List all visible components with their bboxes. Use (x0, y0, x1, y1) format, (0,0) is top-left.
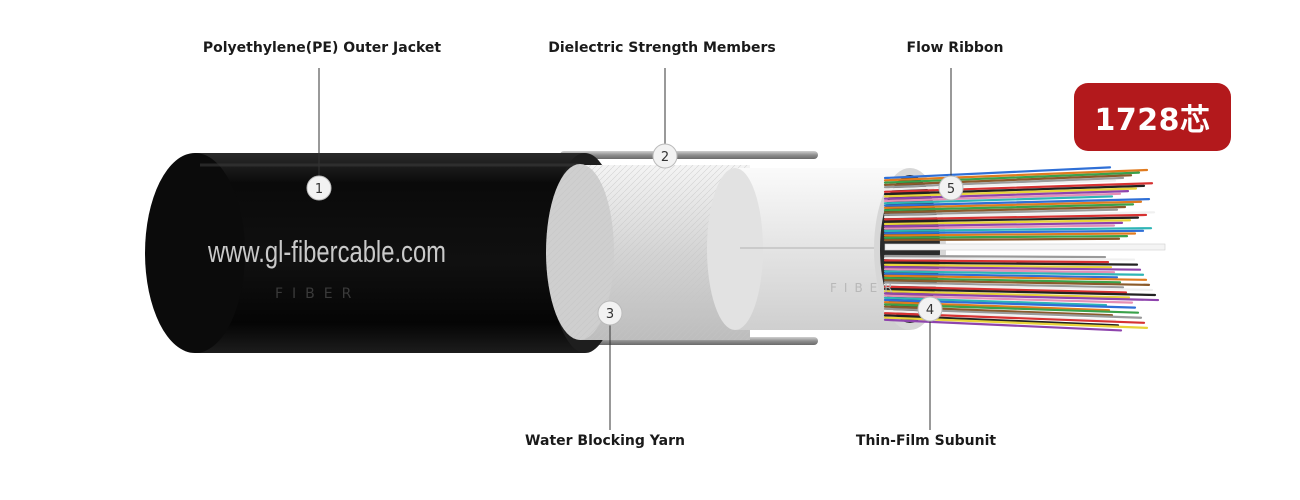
fiber-strand (883, 314, 1120, 327)
marker-2: 2 (652, 143, 678, 169)
fiber-strand (883, 285, 1128, 294)
fiber-ribbon-bundle (883, 166, 1166, 332)
fiber-strand (883, 235, 1129, 239)
brand-watermark-jacket: FIBER (275, 286, 360, 302)
strength-member-rod-top (560, 151, 818, 159)
fiber-strand (883, 232, 1137, 237)
fiber-strand (883, 268, 1116, 274)
marker-3: 3 (597, 300, 623, 326)
fiber-strand (883, 301, 1111, 312)
fiber-strand (883, 303, 1140, 314)
marker-1: 1 (306, 175, 332, 201)
fiber-strand (883, 257, 1136, 261)
fiber-strand (883, 174, 1133, 186)
fiber-strand (883, 309, 1117, 322)
fiber-strand (883, 296, 1108, 307)
brand-watermark-subunit: FIBER (830, 281, 900, 295)
fiber-strand (883, 190, 1130, 200)
marker-5-text: 5 (947, 182, 955, 197)
fiber-strand (883, 224, 1116, 230)
fiber-strand (883, 203, 1135, 212)
marker-3-text: 3 (606, 307, 614, 322)
website-watermark: www.gl-fibercable.com (207, 234, 446, 269)
fiber-strand (883, 281, 1125, 289)
fiber-strand (883, 184, 1146, 196)
marker-1-text: 1 (315, 182, 323, 197)
fiber-strand (883, 316, 1149, 329)
fiber-strand (883, 213, 1148, 221)
fiber-strand (883, 318, 1123, 332)
label-outer-jacket: Polyethylene(PE) Outer Jacket (202, 40, 442, 56)
fiber-strand (883, 283, 1154, 292)
fiber-count-badge: 1728芯 (1074, 83, 1231, 151)
fiber-strand (883, 287, 1157, 297)
fiber-strand (883, 274, 1148, 281)
fiber-strand (883, 192, 1122, 203)
fiber-strand (883, 182, 1154, 193)
fiber-strand (883, 179, 1117, 191)
fiber-strand (883, 176, 1125, 189)
fiber-strand (883, 166, 1112, 180)
label-strength-members: Dielectric Strength Members (548, 40, 776, 56)
fiber-strand (883, 227, 1153, 232)
fiber-strand (883, 290, 1131, 299)
fiber-strand (883, 263, 1113, 269)
fiber-strand (883, 200, 1143, 209)
fiber-strand (883, 237, 1121, 242)
fiber-strand (883, 197, 1151, 207)
outer-jacket (145, 153, 621, 353)
fiber-strand (883, 216, 1140, 223)
fiber-strand (883, 171, 1141, 184)
marker-4: 4 (917, 296, 943, 322)
fiber-strand (883, 229, 1145, 235)
fiber-strand (883, 276, 1122, 284)
fiber-strand (883, 298, 1137, 309)
fiber-strand (883, 211, 1156, 219)
fiber-strand (883, 312, 1146, 324)
fiber-strand (883, 195, 1114, 205)
fiber-strand (883, 279, 1151, 286)
flow-ribbon-band (884, 243, 1166, 251)
leader-lines (318, 68, 952, 430)
label-thin-film-subunit: Thin-Film Subunit (855, 433, 997, 449)
fiber-strand (883, 219, 1132, 226)
marker-2-text: 2 (661, 150, 669, 165)
fiber-strand (883, 221, 1124, 228)
fiber-strand (883, 259, 1110, 264)
fiber-strand (883, 187, 1138, 198)
fiber-strand (883, 294, 1134, 304)
label-flow-ribbon: Flow Ribbon (906, 40, 1004, 56)
marker-4-text: 4 (926, 303, 934, 318)
fiber-strand (883, 208, 1119, 216)
fiber-strand (883, 270, 1145, 276)
fiber-strand (883, 265, 1142, 271)
marker-5: 5 (938, 175, 964, 201)
fiber-strand (883, 292, 1160, 302)
fiber-strand (883, 254, 1107, 259)
label-water-blocking-yarn: Water Blocking Yarn (525, 433, 685, 449)
fiber-strand (883, 272, 1119, 279)
fiber-strand (883, 168, 1149, 182)
fiber-strand (883, 305, 1114, 317)
fiber-strand (883, 261, 1139, 266)
fiber-strand (883, 205, 1127, 214)
